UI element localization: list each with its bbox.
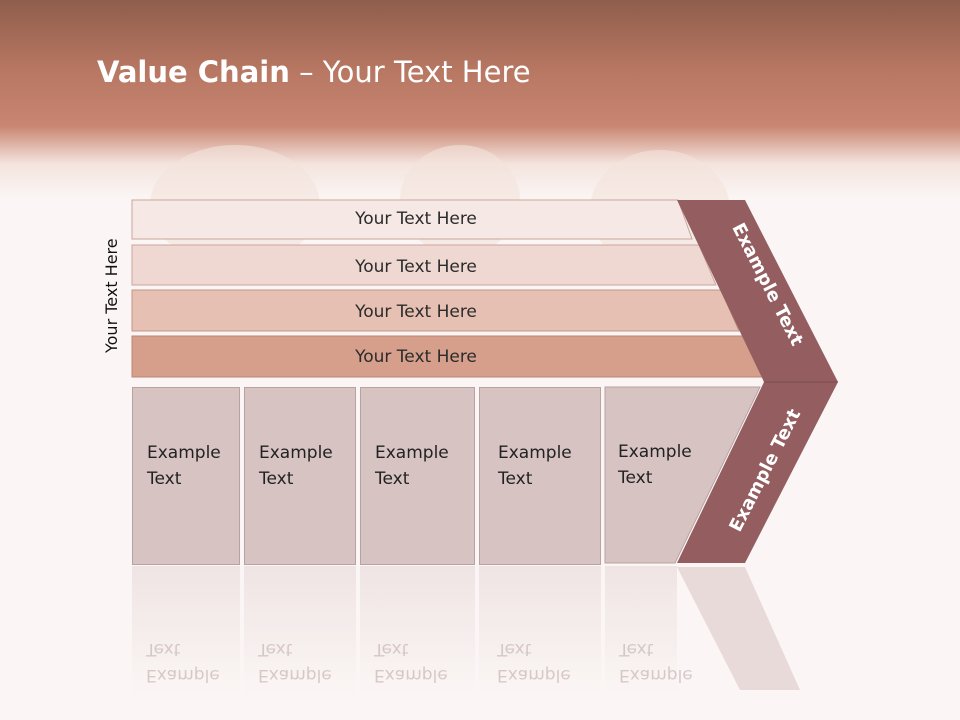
bar-label-3: Your Text Here — [355, 302, 477, 322]
chevron-lower — [677, 382, 838, 563]
support-bar-3 — [131, 289, 740, 332]
support-bar-1 — [131, 199, 693, 240]
bar-label-1: Your Text Here — [355, 209, 477, 229]
last-primary-box — [604, 386, 761, 564]
bar-label-4: Your Text Here — [355, 347, 477, 367]
chevron-reflection — [677, 567, 800, 690]
chevron-upper — [677, 200, 838, 382]
bar-label-2: Your Text Here — [355, 257, 477, 277]
page-title: Value Chain – Your Text Here — [97, 55, 531, 89]
support-bar-2 — [131, 244, 717, 286]
